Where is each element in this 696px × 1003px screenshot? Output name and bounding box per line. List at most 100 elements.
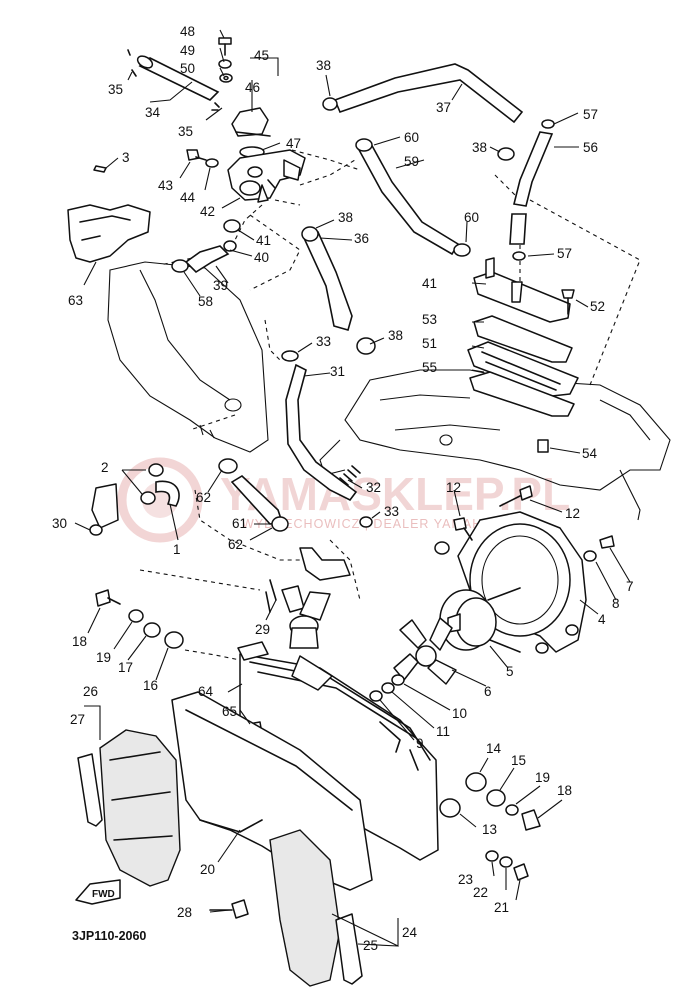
callout-38-center: 38 xyxy=(338,210,353,225)
upper-hose-34 xyxy=(127,49,220,111)
callout-62-top: 62 xyxy=(196,490,211,505)
washers-7-12 xyxy=(369,485,615,702)
diagram-code: 3JP110-2060 xyxy=(72,929,146,943)
callout-5: 5 xyxy=(506,664,514,679)
callout-61: 61 xyxy=(232,516,247,531)
callout-4: 4 xyxy=(598,612,606,627)
callout-26: 26 xyxy=(83,684,98,699)
callout-6: 6 xyxy=(484,684,492,699)
callout-65: 65 xyxy=(222,704,237,719)
callout-14: 14 xyxy=(486,741,502,756)
callout-36: 36 xyxy=(354,231,369,246)
callout-24: 24 xyxy=(402,925,418,940)
callout-34: 34 xyxy=(145,105,161,120)
fwd-label: FWD xyxy=(92,889,115,900)
callout-30: 30 xyxy=(52,516,67,531)
callout-48: 48 xyxy=(180,24,195,39)
callout-29: 29 xyxy=(255,622,270,637)
callout-35-mid: 35 xyxy=(178,124,193,139)
hose-31 xyxy=(281,350,373,528)
callout-46: 46 xyxy=(245,80,260,95)
callout-38-right: 38 xyxy=(472,140,487,155)
callout-41-bottom: 58 xyxy=(198,294,213,309)
callout-43: 43 xyxy=(158,178,173,193)
thermostat-housing xyxy=(227,107,306,203)
callout-7: 7 xyxy=(626,579,634,594)
bushings-13-23 xyxy=(439,772,541,881)
callout-60-mid: 60 xyxy=(464,210,479,225)
callout-18-right: 18 xyxy=(557,783,572,798)
callout-62-bottom: 62 xyxy=(228,537,243,552)
dashed-leaders xyxy=(139,149,641,661)
callout-53: 53 xyxy=(422,312,437,327)
hose-1-2 xyxy=(89,463,180,536)
callout-22: 22 xyxy=(473,885,488,900)
radiator-64 xyxy=(237,615,439,861)
callout-17: 17 xyxy=(118,660,133,675)
callout-28: 28 xyxy=(177,905,192,920)
callout-59: 59 xyxy=(404,154,419,169)
pump-assembly xyxy=(467,257,579,453)
callout-56: 56 xyxy=(583,140,598,155)
callout-leaders xyxy=(74,29,631,947)
hose-61 xyxy=(218,458,289,532)
callout-38-top: 38 xyxy=(316,58,331,73)
callout-57-top: 57 xyxy=(583,107,598,122)
callout-42: 42 xyxy=(200,204,215,219)
callout-47: 47 xyxy=(286,136,301,151)
callout-33-top: 33 xyxy=(316,334,331,349)
callout-44: 44 xyxy=(180,190,196,205)
callout-19-left: 19 xyxy=(96,650,111,665)
bracket-63 xyxy=(67,165,151,263)
callout-3: 3 xyxy=(122,150,130,165)
callout-52: 41 xyxy=(422,276,437,291)
callout-25: 25 xyxy=(363,938,378,953)
callout-1: 1 xyxy=(173,542,181,557)
callout-2: 2 xyxy=(101,460,109,475)
callout-39: 39 xyxy=(213,278,228,293)
callout-32: 32 xyxy=(366,480,381,495)
callout-labels: 48 49 50 45 46 35 34 35 47 38 37 57 60 3… xyxy=(52,24,634,953)
fan-shroud-4 xyxy=(434,511,587,654)
callout-58: 52 xyxy=(590,299,605,314)
callout-13: 13 xyxy=(482,822,497,837)
callout-55: 55 xyxy=(422,360,437,375)
callout-40: 40 xyxy=(254,250,269,265)
callout-41-top: 41 xyxy=(256,233,271,248)
callout-27: 27 xyxy=(70,712,85,727)
callout-15: 15 xyxy=(511,753,526,768)
callout-20: 20 xyxy=(200,862,215,877)
pipe-29 xyxy=(265,547,351,621)
hoses-39-41 xyxy=(171,219,241,274)
bolt-28 xyxy=(209,899,249,919)
callout-50: 50 xyxy=(180,61,195,76)
callout-38-lower: 38 xyxy=(388,328,403,343)
bolts-43-44 xyxy=(186,149,219,168)
callout-19-right: 19 xyxy=(535,770,550,785)
callout-16: 16 xyxy=(143,678,158,693)
callout-8: 8 xyxy=(612,596,620,611)
callout-10: 10 xyxy=(452,706,467,721)
callout-60-top: 60 xyxy=(404,130,419,145)
callout-49: 49 xyxy=(180,43,195,58)
callout-64: 64 xyxy=(198,684,214,699)
fan-blade-6 xyxy=(393,617,457,685)
hose-59 xyxy=(355,138,471,257)
callout-11: 11 xyxy=(436,724,450,739)
callout-37: 37 xyxy=(436,100,451,115)
hose-37 xyxy=(322,63,524,124)
callout-33-bottom: 33 xyxy=(384,504,399,519)
callout-9: 9 xyxy=(416,736,424,751)
bolts-48-50 xyxy=(218,37,233,83)
callout-12-left: 12 xyxy=(446,480,461,495)
callout-18-left: 18 xyxy=(72,634,87,649)
bushings-16-19 xyxy=(95,589,184,649)
hose-36 xyxy=(301,226,376,355)
cover-24-25 xyxy=(269,829,363,987)
side-cover-26 xyxy=(77,729,181,887)
fwd-arrow-icon: FWD xyxy=(75,879,121,905)
callout-12-right: 12 xyxy=(565,506,580,521)
callout-35-top: 35 xyxy=(108,82,123,97)
callout-21: 21 xyxy=(494,900,509,915)
